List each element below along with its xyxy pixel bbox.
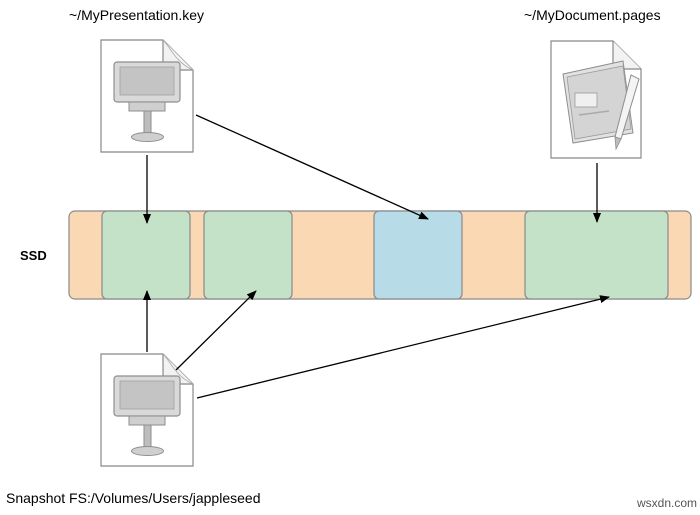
arrow-snapshot-to-block-3 bbox=[196, 295, 610, 399]
ssd-block-green-2 bbox=[203, 210, 293, 300]
document-file-label: ~/MyDocument.pages bbox=[524, 7, 661, 23]
keynote-file-icon bbox=[100, 39, 194, 153]
ssd-label: SSD bbox=[20, 248, 47, 263]
arrow-snapshot-to-block-2 bbox=[175, 290, 257, 371]
arrow-presentation-to-blue-block bbox=[195, 114, 429, 220]
watermark: wsxdn.com bbox=[637, 496, 698, 510]
pages-file-icon bbox=[550, 40, 642, 159]
snapshot-keynote-file-icon bbox=[100, 353, 194, 467]
ssd-block-green-1 bbox=[101, 210, 191, 300]
ssd-block-green-3 bbox=[524, 210, 669, 300]
presentation-file-label: ~/MyPresentation.key bbox=[69, 7, 205, 23]
snapshot-path-label: Snapshot FS:/Volumes/Users/jappleseed bbox=[6, 490, 261, 506]
ssd-block-blue bbox=[373, 210, 463, 300]
